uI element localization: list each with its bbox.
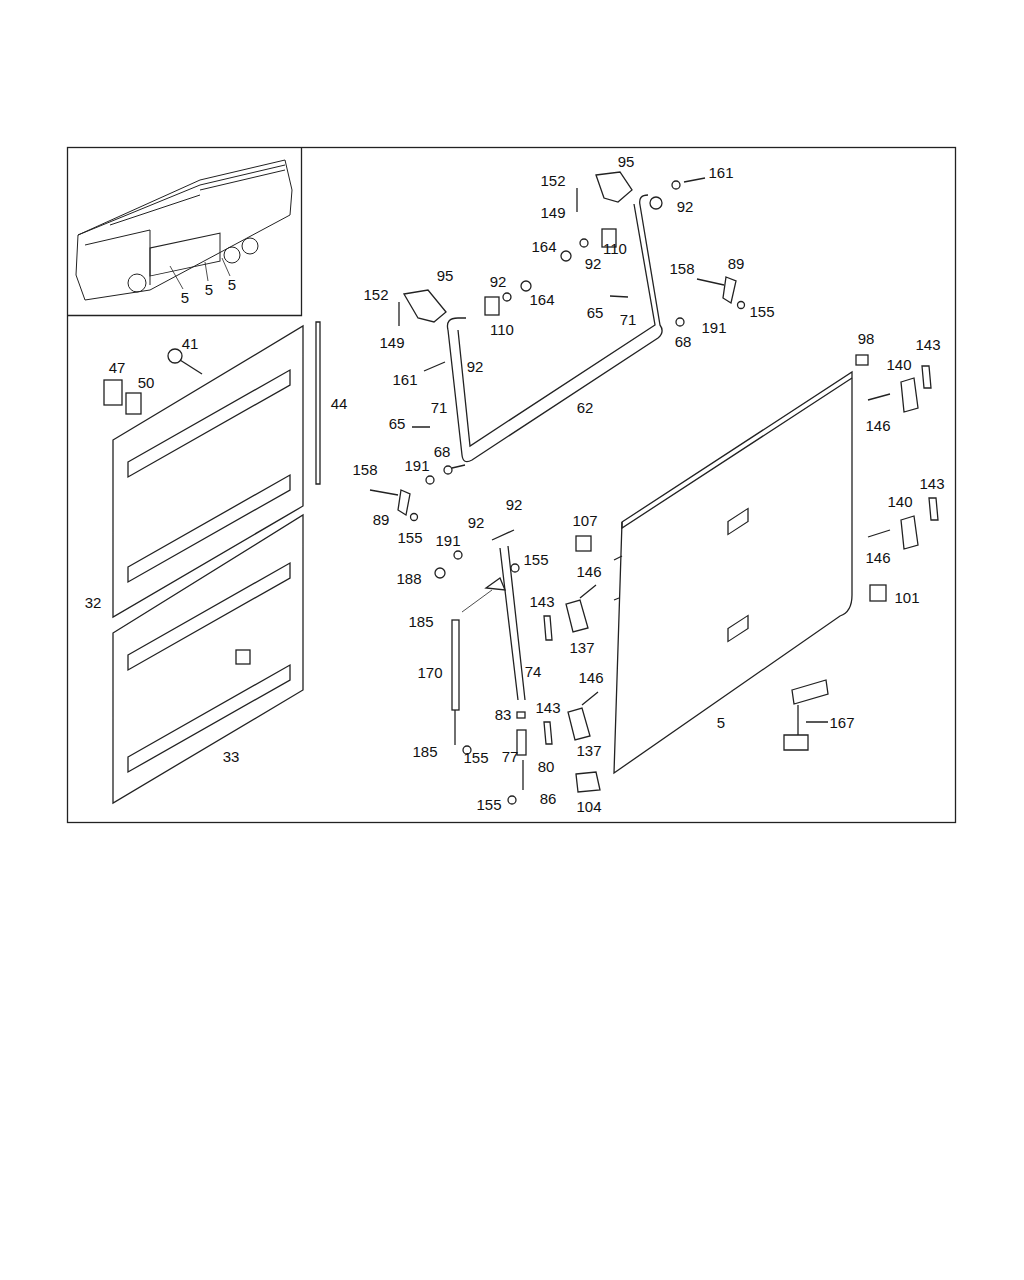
callout-number: 152 <box>363 287 388 302</box>
callout-number: 62 <box>577 400 594 415</box>
callout-number: 146 <box>865 550 890 565</box>
callout-number: 188 <box>396 571 421 586</box>
callout-number: 5 <box>717 715 725 730</box>
callout-number: 164 <box>531 239 556 254</box>
callout-number: 155 <box>476 797 501 812</box>
rod-74 <box>492 530 525 700</box>
callout-number: 185 <box>408 614 433 629</box>
inset-frame <box>68 148 302 316</box>
callout-number: 5 <box>205 282 213 297</box>
callout-number: 191 <box>701 320 726 335</box>
callout-number: 65 <box>389 416 406 431</box>
callout-number: 137 <box>576 743 601 758</box>
callout-number: 155 <box>397 530 422 545</box>
callout-number: 146 <box>576 564 601 579</box>
callout-number: 77 <box>502 749 519 764</box>
callout-number: 158 <box>352 462 377 477</box>
callout-number: 89 <box>373 512 390 527</box>
callout-number: 143 <box>915 337 940 352</box>
callout-number: 92 <box>467 359 484 374</box>
callout-number: 191 <box>404 458 429 473</box>
callout-number: 92 <box>490 274 507 289</box>
callout-number: 68 <box>675 334 692 349</box>
panel-33 <box>113 515 303 803</box>
callout-number: 158 <box>669 261 694 276</box>
callout-number: 155 <box>749 304 774 319</box>
callout-number: 143 <box>535 700 560 715</box>
callout-number: 149 <box>379 335 404 350</box>
callout-number: 152 <box>540 173 565 188</box>
callout-number: 107 <box>572 513 597 528</box>
callout-number: 74 <box>525 664 542 679</box>
callout-number: 110 <box>603 241 627 256</box>
callout-number: 146 <box>578 670 603 685</box>
callout-number: 140 <box>886 357 911 372</box>
gas-strut-170 <box>452 620 459 710</box>
callout-number: 95 <box>437 268 454 283</box>
callout-number: 161 <box>708 165 733 180</box>
callout-number: 68 <box>434 444 451 459</box>
callout-number: 161 <box>392 372 417 387</box>
callout-number: 143 <box>529 594 554 609</box>
callout-number: 47 <box>109 360 126 375</box>
callout-number: 191 <box>435 533 460 548</box>
frame <box>68 148 956 823</box>
callout-number: 92 <box>585 256 602 271</box>
callout-number: 80 <box>538 759 555 774</box>
bar-44 <box>316 322 320 484</box>
callout-number: 104 <box>576 799 601 814</box>
callout-number: 155 <box>523 552 548 567</box>
callout-number: 33 <box>223 749 240 764</box>
callout-number: 92 <box>468 515 485 530</box>
callout-number: 5 <box>181 290 189 305</box>
callout-number: 146 <box>865 418 890 433</box>
callout-number: 92 <box>506 497 523 512</box>
callout-number: 41 <box>182 336 199 351</box>
callout-number: 155 <box>463 750 488 765</box>
callout-number: 110 <box>490 322 514 337</box>
callout-number: 65 <box>587 305 604 320</box>
callout-number: 89 <box>728 256 745 271</box>
callout-number: 143 <box>919 476 944 491</box>
callout-number: 50 <box>138 375 155 390</box>
callout-number: 98 <box>858 331 875 346</box>
callout-number: 95 <box>618 154 635 169</box>
tube-frame-62 <box>447 195 662 462</box>
callout-number: 149 <box>540 205 565 220</box>
bus-sketch <box>76 160 292 300</box>
callout-number: 92 <box>677 199 694 214</box>
callout-number: 86 <box>540 791 557 806</box>
callout-number: 83 <box>495 707 512 722</box>
callout-number: 167 <box>829 715 854 730</box>
panel-5 <box>614 372 852 773</box>
callout-number: 140 <box>887 494 912 509</box>
callout-number: 185 <box>412 744 437 759</box>
callout-number: 164 <box>529 292 554 307</box>
callout-number: 101 <box>894 590 919 605</box>
callout-number: 71 <box>431 400 448 415</box>
callout-number: 44 <box>331 396 348 411</box>
callout-number: 170 <box>417 665 442 680</box>
callout-number: 71 <box>620 312 637 327</box>
callout-number: 32 <box>85 595 102 610</box>
callout-number: 5 <box>228 277 236 292</box>
callout-number: 137 <box>569 640 594 655</box>
